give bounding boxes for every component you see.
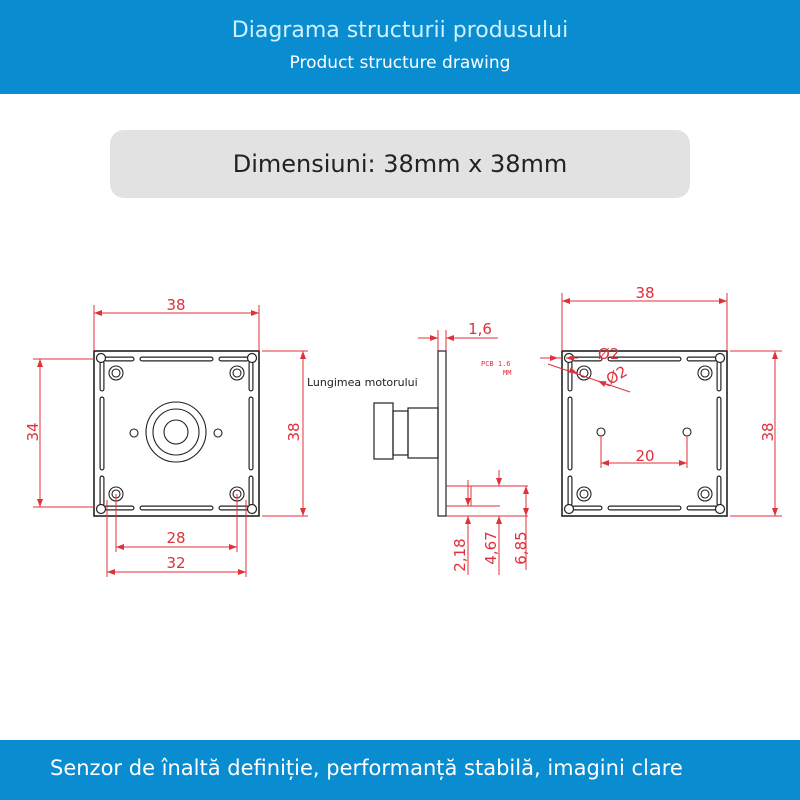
side-hole [129,428,139,438]
page-title: Diagrama structurii produsului [231,18,569,43]
corner-hole [714,503,726,515]
front-width-label: 38 [166,296,185,314]
mount-hole [700,489,710,499]
pcb-note-line1: PCB 1.6 [481,360,511,368]
pcb-note-line2: MM [503,369,511,377]
lens-holder [407,407,439,459]
mount-hole-ring [576,486,592,502]
mount-hole [232,368,242,378]
lens-cap [373,402,394,460]
mount-hole-ring [697,365,713,381]
lens-ring [145,401,207,463]
footer-text: Senzor de înaltă definiție, performanță … [50,756,683,780]
mount-hole-ring [697,486,713,502]
mount-hole [111,368,121,378]
lens-neck [392,410,409,456]
corner-hole [563,503,575,515]
back-hole-spacing-label: 20 [635,447,654,465]
mount-hole [579,489,589,499]
extension-line [547,363,631,393]
corner-hole [246,503,258,515]
page-subtitle: Product structure drawing [289,53,511,73]
side-view [373,350,447,517]
board-outline [561,350,728,517]
header-banner: Diagrama structurii produsului Product s… [0,0,800,94]
side-hole [213,428,223,438]
pcb-plate [437,350,447,517]
mount-hole [579,368,589,378]
back-hole [596,427,606,437]
mount-hole-ring [108,365,124,381]
pcb-thickness-label: 1,6 [468,320,492,338]
corner-hole [714,352,726,364]
lens-ring [163,419,189,445]
footer-banner: Senzor de înaltă definiție, performanță … [0,740,800,800]
side-dim-c-label: 6,85 [512,531,530,564]
side-dim-a-label: 2,18 [451,538,469,571]
corner-hole [95,503,107,515]
dimensions-label: Dimensiuni: 38mm x 38mm [110,130,690,198]
board-outline [93,350,260,517]
board-outlines [93,350,728,517]
dimension-arrow [597,380,611,387]
corner-hole [246,352,258,364]
dimension-lines [33,293,782,577]
corner-hole [95,352,107,364]
back-height-label: 38 [759,422,777,441]
mount-hole [700,368,710,378]
back-hole [682,427,692,437]
mount-hole-ring [229,365,245,381]
side-dim-b-label: 4,67 [482,531,500,564]
motor-length-label: Lungimea motorului [307,376,418,389]
front-hole-vertical-label: 34 [24,422,42,441]
front-hole-outer-label: 32 [166,554,185,572]
back-width-label: 38 [635,284,654,302]
front-hole-inner-label: 28 [166,529,185,547]
back-diameter-1-label: Ø2 [598,345,619,363]
dimension-arrow [568,367,578,374]
front-height-label: 38 [285,422,303,441]
lens-ring [152,408,200,456]
